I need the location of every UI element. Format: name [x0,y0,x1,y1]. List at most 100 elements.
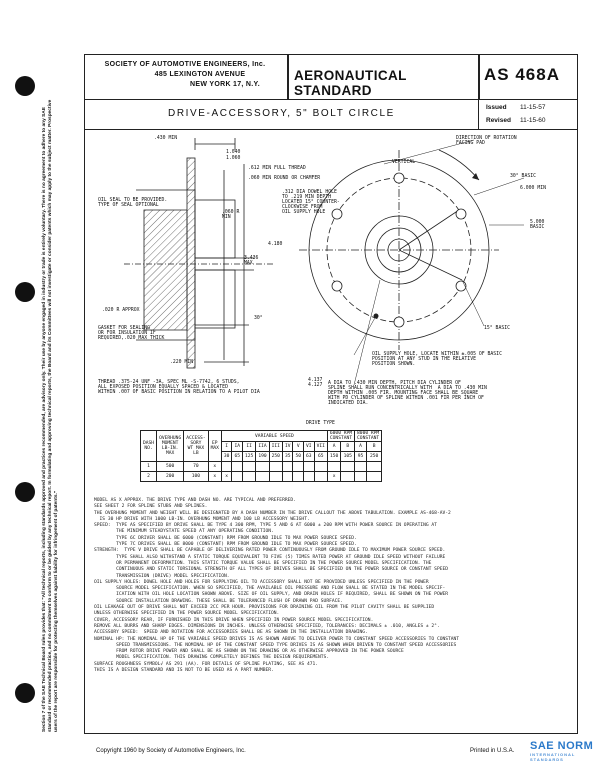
leader-line [461,279,485,327]
dim-1040: 1.040 [226,150,241,155]
society-block: SOCIETY OF AUTOMOTIVE ENGINEERS, Inc. 48… [90,60,280,90]
vertical-label: VERTICAL [392,160,416,165]
dim-430: .430 MIN [154,136,178,141]
stud-hole [455,280,467,292]
hp-value: 63 [303,451,315,462]
hp-value: 95 [354,451,368,462]
dash-number: 2 [139,471,158,482]
watermark-text: SAE NORM [530,740,594,752]
basic-angle-line [398,249,463,281]
th-type: V [292,441,305,452]
th-dash: DASH NO. [139,430,158,462]
binder-hole [15,683,35,703]
dim-3436: 3.436 MAX [244,256,259,266]
hp-value: 35 [281,451,294,462]
dimension-line [223,164,245,366]
th-type: B [340,441,356,452]
dim-1060: 1.060 [226,156,241,161]
stud-hole [331,280,343,292]
engineering-drawing [124,138,525,386]
th-type: A [326,441,342,452]
accessory-weight: 70 [183,461,209,472]
th-type: II [241,441,257,452]
basic-30-label: 30° BASIC [510,174,536,179]
binder-hole [15,482,35,502]
binder-hole [15,282,35,302]
table-caption: DRIVE TYPE [306,421,335,426]
watermark-sub: INTERNATIONAL STANDARDS [530,752,576,762]
th-type: IV [281,441,294,452]
revised-label: Revised [486,117,511,124]
overhung-moment: 500 [156,461,185,472]
dimension-line [195,324,249,363]
dim-060: .060 MIN ROUND OR CHAMFER [248,176,321,181]
gasket-note: GASKET FOR SEALING OR FOR INSULATION IF … [98,326,165,341]
hp-value: 30 [220,451,233,462]
rotation-arrow [438,149,480,181]
notes-block: MODEL AS X APPROX. THE DRIVE TYPE AND DA… [94,498,460,674]
flange-section [186,157,196,369]
hp-value: 105 [340,451,356,462]
leader-line [473,177,525,196]
shaft-body [194,199,236,259]
hp-value: 125 [241,451,257,462]
th-type: III [268,441,283,452]
stud-hole [393,172,405,184]
standard-title: AERONAUTICAL STANDARD [294,68,407,98]
divider [478,100,480,130]
hp-value: 250 [268,451,283,462]
hp-value: 250 [366,451,383,462]
document-title: DRIVE-ACCESSORY, 5" BOLT CIRCLE [168,108,395,119]
leader-line [383,139,475,165]
hp-value: 150 [326,451,342,462]
stud-hole [455,208,467,220]
society-name: SOCIETY OF AUTOMOTIVE ENGINEERS, Inc. [104,61,266,68]
th-overhang: OVERHUNG MOMENT LB-IN. MAX [156,430,185,462]
basic-angle-line [398,209,460,251]
spline-dia: 4.137 4.127 [308,378,323,388]
th-type: VII [313,441,328,452]
divider [287,54,289,100]
printed-in: Printed in U.S.A. [470,748,515,754]
rotation-note: DIRECTION OF ROTATION FACING PAD [456,136,517,146]
hp-value: 190 [255,451,270,462]
society-city: NEW YORK 17, N.Y. [190,81,260,88]
dash-number: 1 [139,461,158,472]
th-type: I [220,441,233,452]
thread-note: THREAD .375-24 UNF -3A, SPEC ML -S-7742,… [98,380,260,395]
shaft-body [194,269,236,329]
th-8000: 8000 RPM CONSTANT [354,430,383,442]
society-address: 485 LEXINGTON AVENUE [154,71,246,78]
leader-line [353,315,377,356]
revised-date: 11-15-60 [520,117,546,124]
rotation-arrowhead [472,173,479,180]
dim-5000: 5.000 BASIC [530,220,545,230]
revised-line: Revised 11-15-60 [486,117,546,124]
divider [478,54,480,100]
th-ep: EP MAX [207,430,222,462]
dim-30deg: 30° [254,316,263,321]
stud-hole [393,316,405,328]
issued-date: 11-15-57 [520,104,546,111]
leader-line [353,279,381,386]
th-type: A [354,441,368,452]
dim-4180: 4.180 [268,242,283,247]
drive-type-table: DASH NO. OVERHUNG MOMENT LB-IN. MAX ACCE… [139,430,383,482]
binder-hole [15,76,35,96]
dim-6000: 6.000 MIN [520,186,546,191]
dim-220: .220 MIN [170,360,194,365]
dim-020: .020 R APPROX [102,308,140,313]
hp-value: 50 [292,451,305,462]
th-6000: 6000 RPM CONSTANT [326,430,356,442]
accessory-weight: 100 [183,471,209,482]
as-number: AS 468A [484,65,560,84]
th-accessory-weight: ACCESS- SORY WT MAX LB [183,430,209,462]
issued-label: Issued [486,104,507,111]
dim-612: .612 MIN FULL THREAD [248,166,306,171]
seal-outline [136,189,196,341]
drawing-frame [84,54,578,734]
housing-section [143,209,188,331]
dowel-note: .312 DIA DOWEL HOLE TO .219 MIN DEPTH LO… [282,190,340,215]
